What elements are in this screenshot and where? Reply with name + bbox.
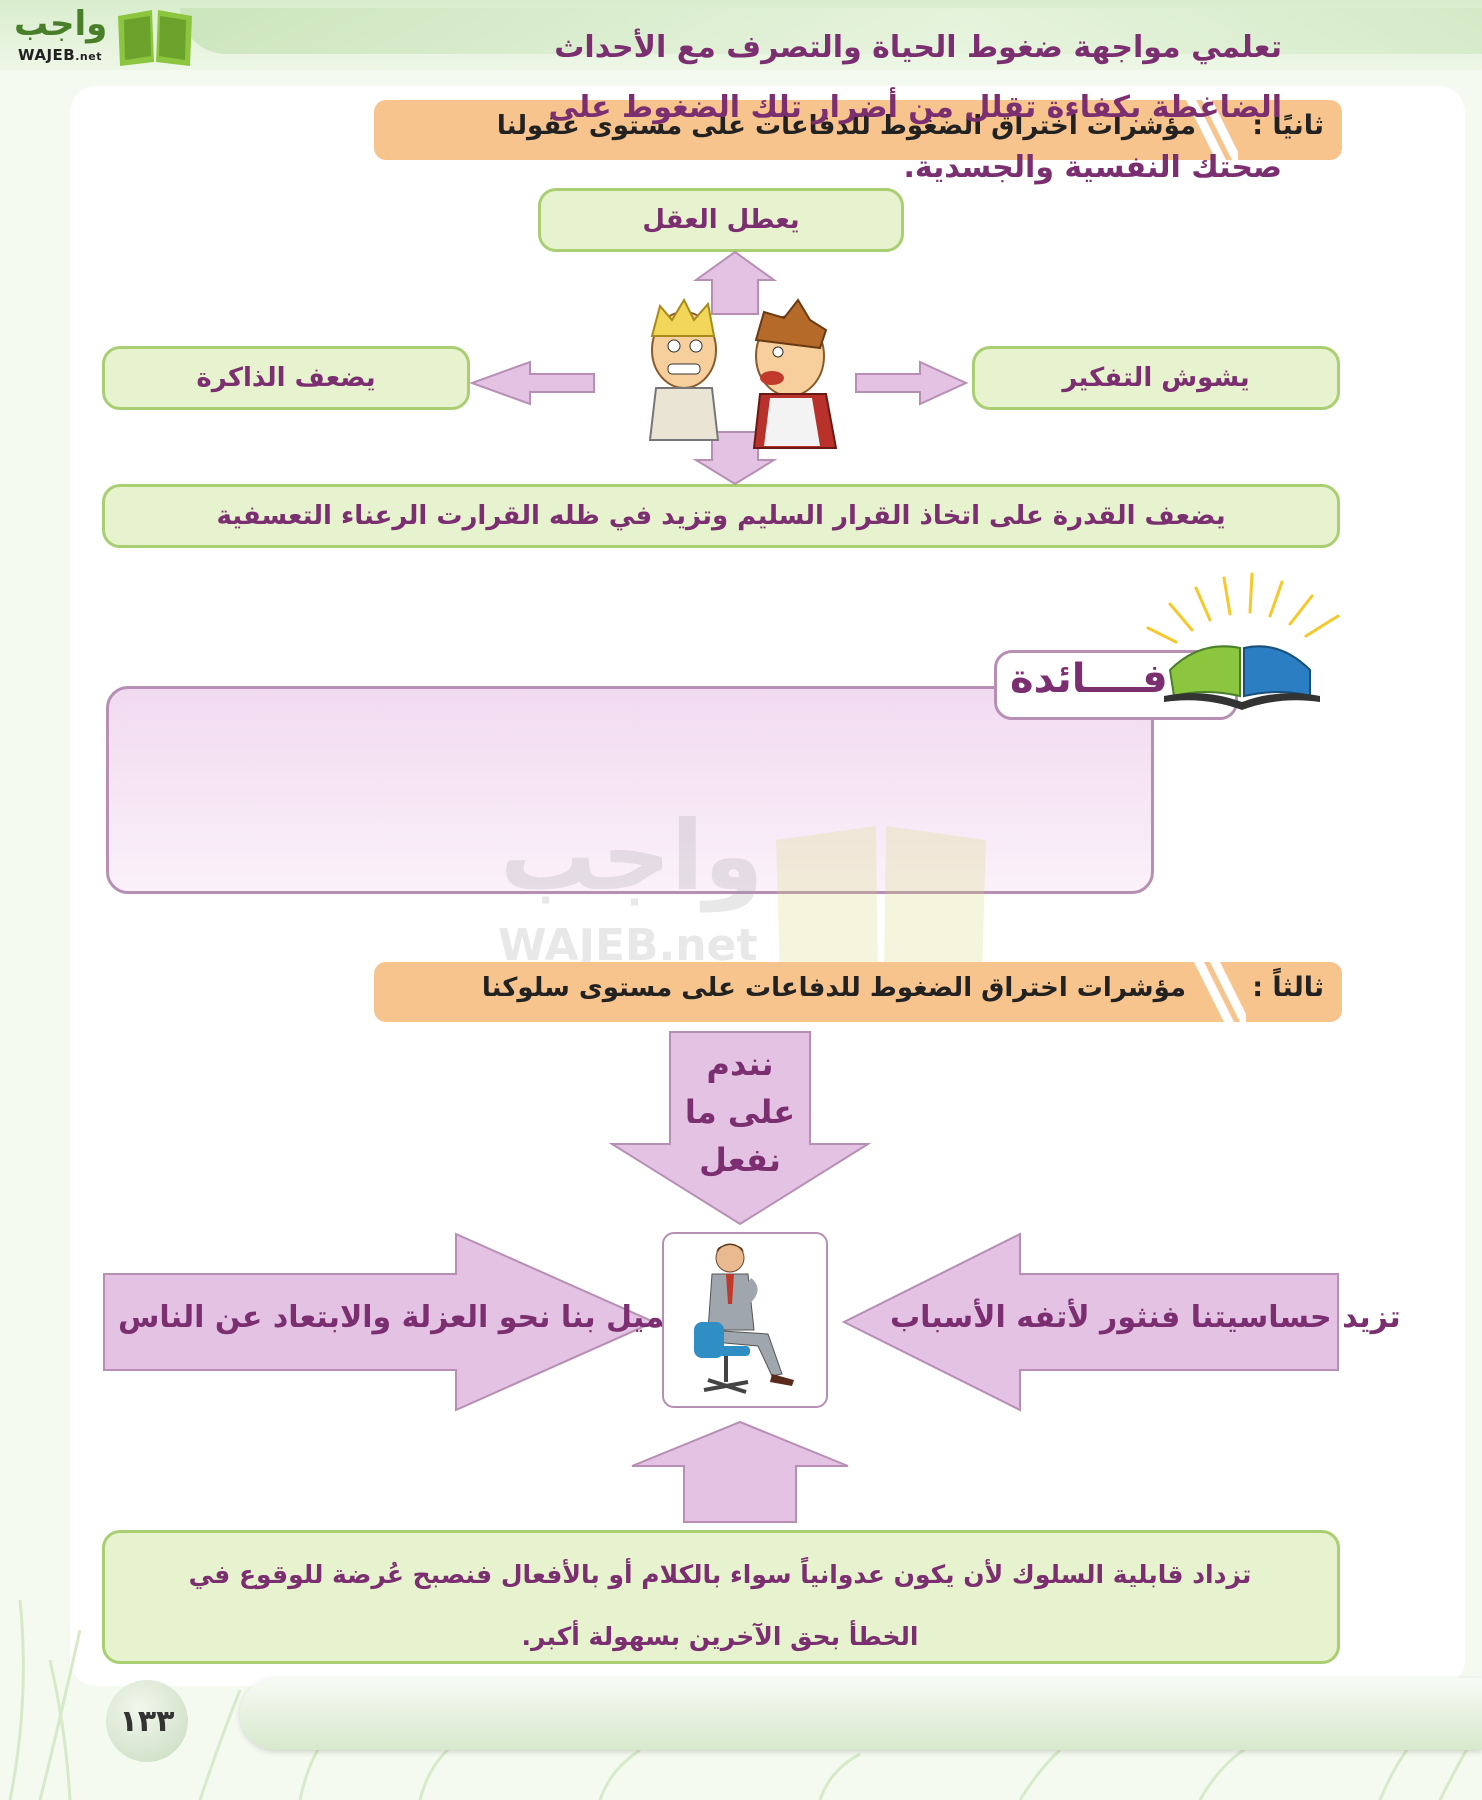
sensitivity-text: تزيد حساسيتنا فنثور لأتفه الأسباب [890,1300,1401,1335]
arrow-left-icon [469,360,595,406]
benefit-line-2: الضاغطة بكفاءة تقلل من أضرار تلك الضغوط … [548,90,1283,125]
page-number: ١٣٣ [106,1680,188,1762]
wajeb-logo[interactable]: واجب WAJEB.net [8,4,198,66]
logo-latin: WAJEB.net [18,46,102,64]
benefit-line-3: صحتك النفسية والجسدية. [903,150,1282,185]
isolation-text: يميل بنا نحو العزلة والابتعاد عن الناس [118,1300,677,1335]
big-arrow-left-icon [841,1232,1339,1412]
regret-line-2: على ما [684,1093,796,1131]
section3-header: ثالثاً : مؤشرات اختراق الضغوط للدفاعات ع… [374,962,1342,1022]
section2-label: ثانيًا : [1252,110,1324,141]
open-book-sun-icon [1146,572,1340,710]
section3-title: مؤشرات اختراق الضغوط للدفاعات على مستوى … [481,973,1186,1003]
big-arrow-down-icon [608,1031,872,1226]
regret-text: نندم على ما نفعل [670,1040,810,1184]
aggression-text: تزداد قابلية السلوك لأن يكون عدوانياً سو… [130,1544,1310,1668]
thinking-man-icon [694,1243,794,1394]
section2-header: ثانيًا : مؤشرات اختراق الضغوط للدفاعات ع… [374,100,1342,160]
section2-arrows [469,250,969,486]
pill-weak-memory: يضعف الذاكرة [102,346,470,410]
benefit-heading: فــــائدة [1010,656,1168,702]
footer-bar [240,1678,1482,1750]
pill-brain-disrupt: يعطل العقل [538,188,904,252]
section3-label: ثالثاً : [1252,972,1324,1003]
logo-arabic: واجب [14,4,108,44]
benefit-text: تعلمي مواجهة ضغوط الحياة والتصرف مع الأح… [462,18,1283,198]
arrow-right-icon [855,360,969,406]
aggression-line-2: الخطأ بحق الآخرين بسهولة أكبر. [521,1622,919,1651]
benefit-box [106,686,1154,894]
pill-aggression [102,1530,1340,1664]
pill-confuse-thinking: يشوش التفكير [972,346,1340,410]
big-arrow-right-icon [103,1232,657,1412]
book-icon [118,10,192,66]
regret-line-3: نفعل [699,1141,781,1179]
section3-arrows [103,1031,1339,1523]
pill-weak-decision: يضعف القدرة على اتخاذ القرار السليم وتزي… [102,484,1340,548]
arguing-people-icon [648,297,838,449]
thinking-man-frame [662,1232,828,1408]
arrow-up-icon [692,250,778,315]
big-arrow-up-icon [631,1420,849,1523]
header-stripes-icon [1194,962,1246,1022]
header-stripes-icon [1186,100,1238,160]
aggression-line-1: تزداد قابلية السلوك لأن يكون عدوانياً سو… [188,1560,1252,1589]
top-swoosh [180,8,1482,54]
benefit-line-1: تعلمي مواجهة ضغوط الحياة والتصرف مع الأح… [554,30,1282,65]
section2-title: مؤشرات اختراق الضغوط للدفاعات على مستوى … [496,111,1196,141]
regret-line-1: نندم [706,1045,774,1083]
